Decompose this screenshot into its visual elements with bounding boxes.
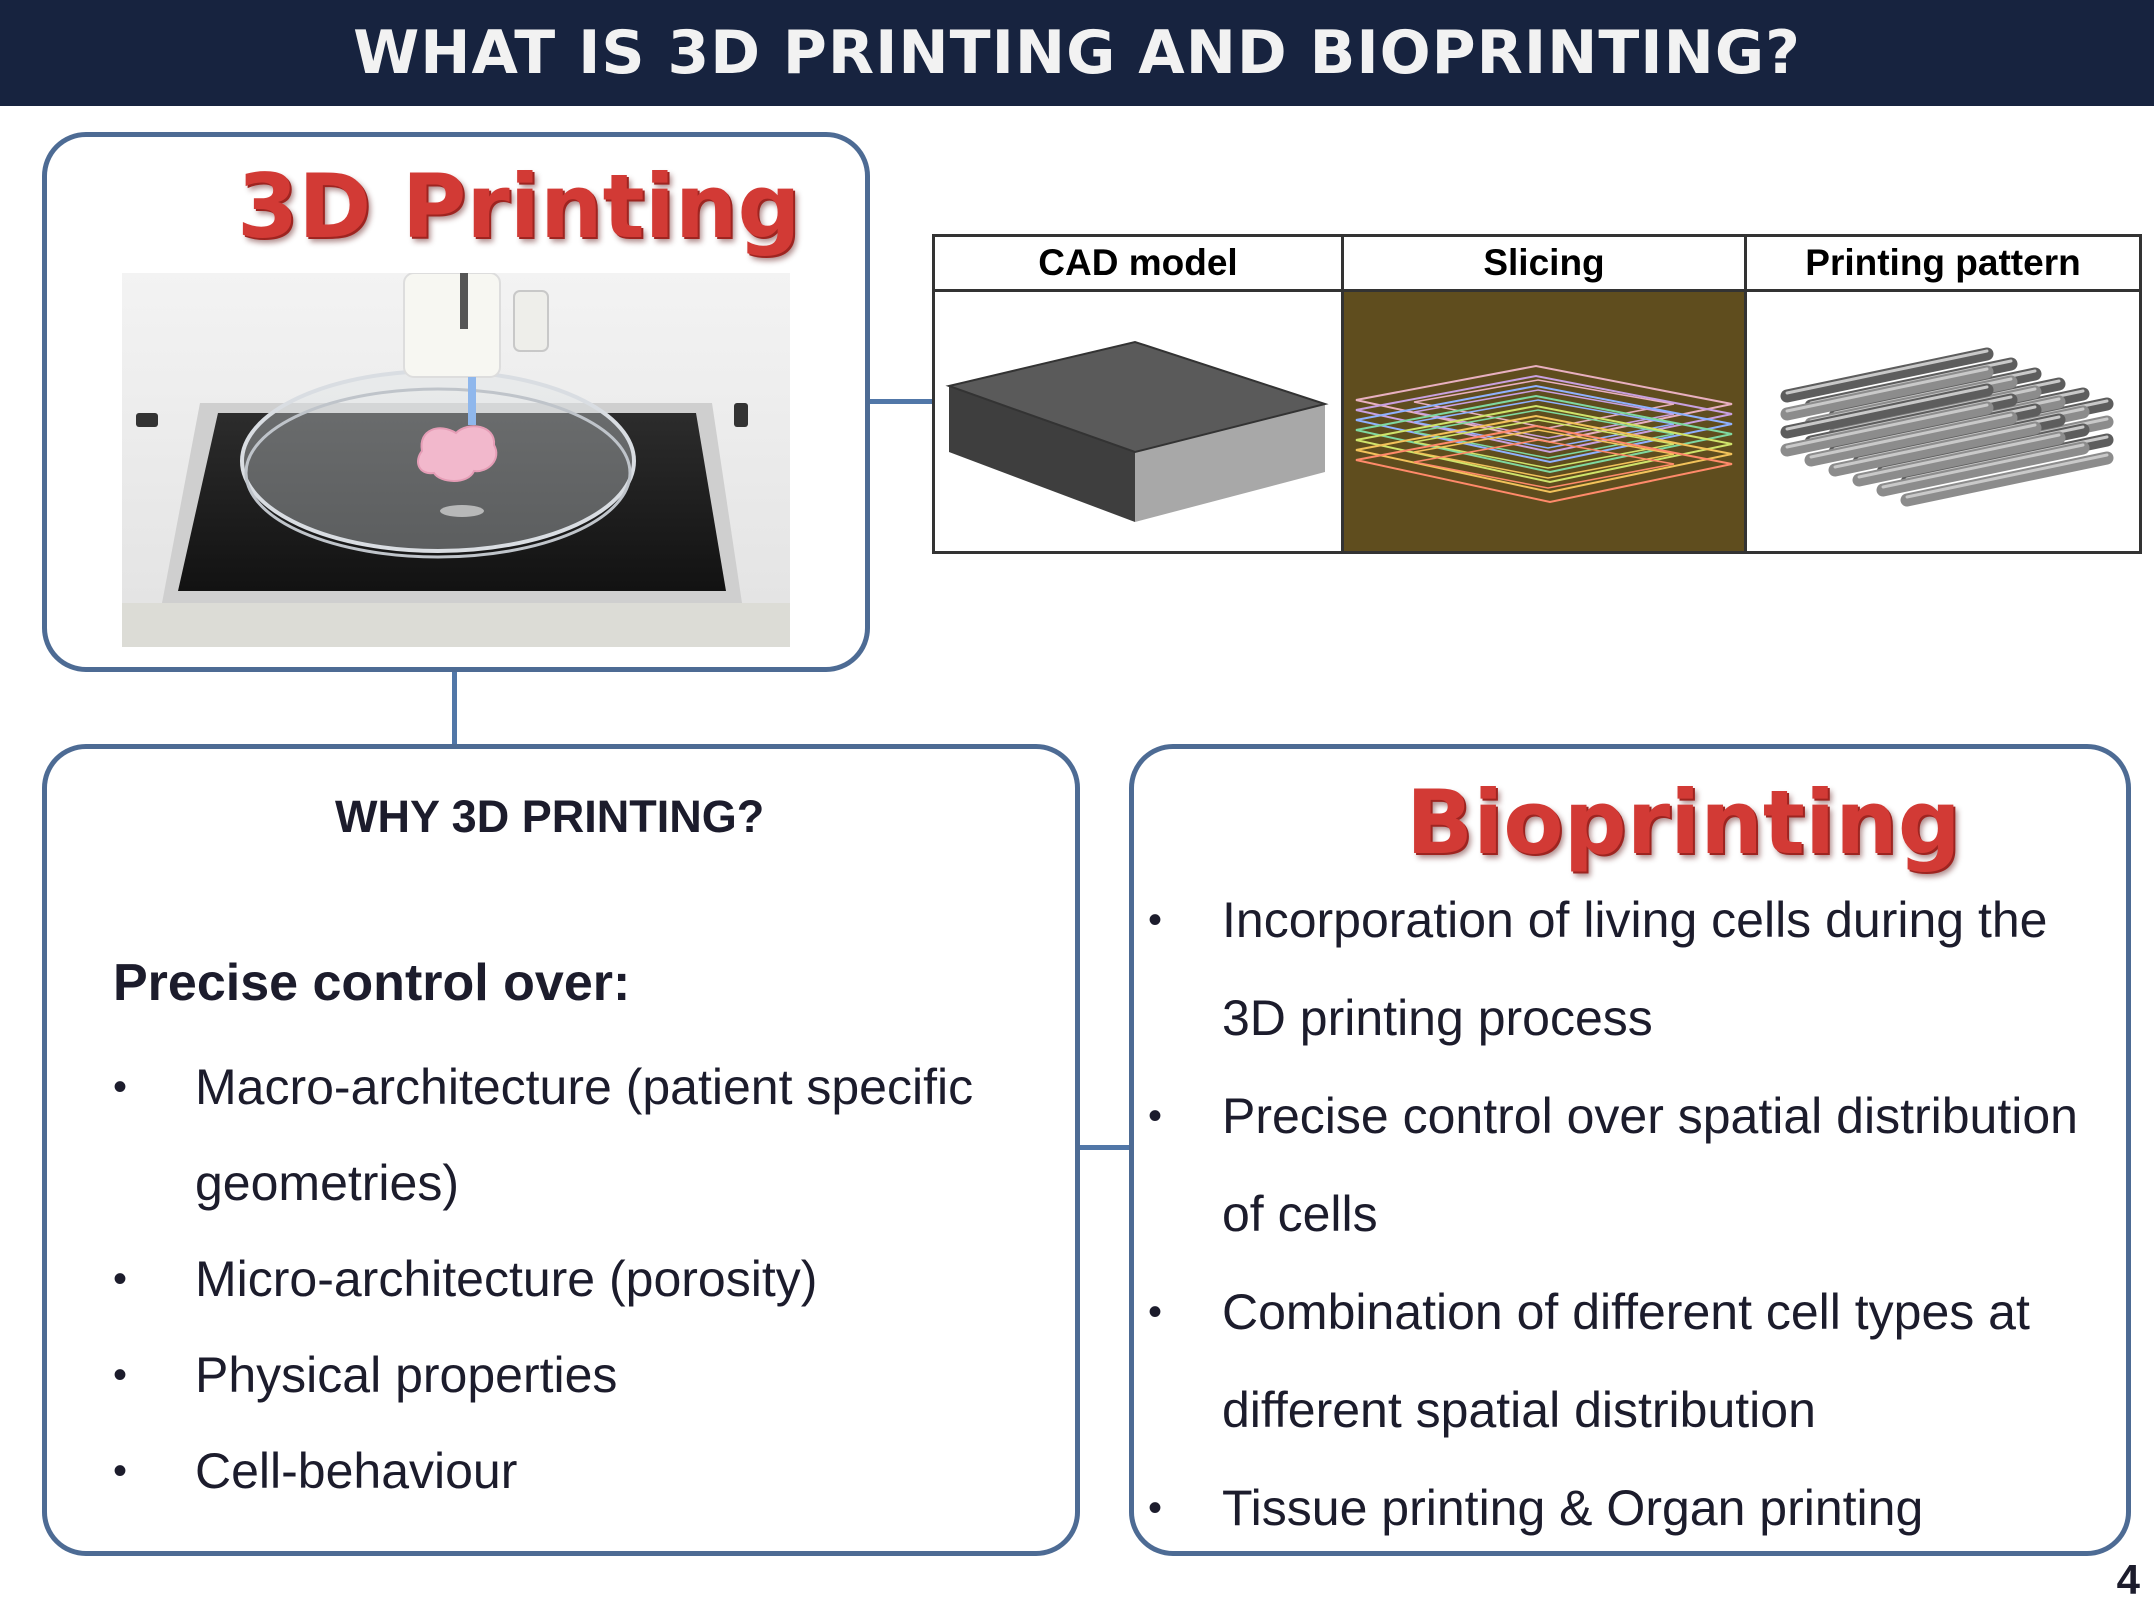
bio-item-text: Tissue printing & Organ printing (1222, 1480, 1924, 1536)
bio-item-text: Incorporation of living cells during the… (1222, 892, 2048, 1046)
slice-layer-inner (1413, 419, 1675, 469)
slice-layer-outline (1355, 414, 1733, 494)
lattice-strand-highlight (1785, 403, 1989, 449)
step-label-cad: CAD model (932, 234, 1344, 292)
lattice-strand-highlight (1785, 367, 1989, 413)
printing-box: 3D Printing (42, 132, 870, 672)
lattice-strand-highlight (1905, 453, 2109, 499)
slice-layer-outline (1355, 374, 1733, 454)
pipeline-step-pattern: Printing pattern (1744, 234, 2142, 554)
cad-slab-illustration (945, 340, 1329, 522)
lattice-strand-highlight (1881, 443, 2085, 489)
slice-layers (1355, 364, 1733, 504)
bullet-icon: • (113, 1449, 128, 1493)
slice-layer-outline (1355, 404, 1733, 484)
list-item: • Incorporation of living cells during t… (1148, 871, 2108, 1067)
connector-printing-to-pipeline (866, 399, 934, 404)
lattice-strand (1852, 431, 2066, 487)
lattice-illustration (1780, 347, 2114, 507)
bullet-icon: • (1148, 898, 1163, 942)
bio-item-text: Precise control over spatial distributio… (1222, 1088, 2078, 1242)
bio-box: Bioprinting • Incorporation of living ce… (1129, 744, 2131, 1556)
slice-layer-inner (1413, 429, 1675, 479)
list-item: • Cell-behaviour (113, 1423, 1013, 1519)
pipeline-step-slicing: Slicing (1341, 234, 1747, 554)
lattice-strand (1804, 411, 2018, 467)
bullet-icon: • (113, 1257, 128, 1301)
why-item-text: Macro-architecture (patient specific geo… (195, 1059, 974, 1211)
why-title: WHY 3D PRINTING? (335, 791, 765, 842)
lattice-strand (1780, 347, 1994, 403)
why-item-text: Micro-architecture (porosity) (195, 1251, 818, 1307)
bullet-icon: • (113, 1065, 128, 1109)
lattice-strand (1828, 421, 2042, 477)
cad-model-view (932, 292, 1344, 554)
pipeline-step-cad: CAD model (932, 234, 1344, 554)
printing-title: 3D Printing (237, 155, 801, 258)
lattice-strand-highlight (1833, 423, 2037, 469)
bullet-icon: • (1148, 1290, 1163, 1334)
pipeline-panel: CAD model Slicing Printing pattern (932, 234, 2142, 554)
slice-layer-outline (1355, 424, 1733, 504)
lattice-strand-highlight (1785, 349, 1989, 395)
slide-title: WHAT IS 3D PRINTING AND BIOPRINTING? (353, 18, 1801, 88)
lattice-strand (1780, 383, 1994, 439)
slice-layer-outline (1355, 384, 1733, 464)
list-item: • Tissue printing & Organ printing (1148, 1459, 2108, 1557)
list-item: • Micro-architecture (porosity) (113, 1231, 1013, 1327)
slice-layer-inner (1413, 389, 1675, 439)
slicing-layers-illustration (1355, 364, 1733, 504)
why-list: • Macro-architecture (patient specific g… (113, 1039, 1013, 1519)
bio-list: • Incorporation of living cells during t… (1148, 871, 2108, 1557)
lattice-strand (1876, 441, 2090, 497)
why-subtitle: Precise control over: (113, 954, 631, 1012)
lattice-strand-highlight (1857, 433, 2061, 479)
slice-layer-outline (1355, 394, 1733, 474)
connector-why-to-bio (1076, 1145, 1133, 1150)
why-box: WHY 3D PRINTING? Precise control over: •… (42, 744, 1080, 1556)
lattice-strand (1780, 401, 1994, 457)
list-item: • Physical properties (113, 1327, 1013, 1423)
bullet-icon: • (1148, 1094, 1163, 1138)
lattice-strand (1780, 365, 1994, 421)
list-item: • Macro-architecture (patient specific g… (113, 1039, 1013, 1231)
why-item-text: Physical properties (195, 1347, 618, 1403)
bullet-icon: • (1148, 1486, 1163, 1530)
slice-layer-inner (1413, 409, 1675, 459)
list-item: • Precise control over spatial distribut… (1148, 1067, 2108, 1263)
bullet-icon: • (113, 1353, 128, 1397)
lattice-strands (1780, 347, 2114, 507)
page-number: 4 (2116, 1556, 2140, 1603)
bio-item-text: Combination of different cell types at d… (1222, 1284, 2030, 1438)
printing-pattern-view (1744, 292, 2142, 554)
slice-layer-inner (1413, 399, 1675, 449)
step-label-pattern: Printing pattern (1744, 234, 2142, 292)
slide-header: WHAT IS 3D PRINTING AND BIOPRINTING? (0, 0, 2154, 106)
lattice-strand-highlight (1809, 413, 2013, 459)
bioprinter-illustration (122, 273, 790, 647)
slice-layer-inner (1413, 379, 1675, 429)
lattice-strand (1900, 451, 2114, 507)
connector-printing-to-why (452, 668, 457, 747)
list-item: • Combination of different cell types at… (1148, 1263, 2108, 1459)
slice-layer-inner (1413, 439, 1675, 489)
bioprinter-photo (122, 273, 790, 647)
bio-title: Bioprinting (1406, 771, 1961, 874)
slice-layer-outline (1355, 364, 1733, 444)
slicing-view (1341, 292, 1747, 554)
lattice-strand-highlight (1785, 385, 1989, 431)
step-label-slicing: Slicing (1341, 234, 1747, 292)
why-item-text: Cell-behaviour (195, 1443, 518, 1499)
